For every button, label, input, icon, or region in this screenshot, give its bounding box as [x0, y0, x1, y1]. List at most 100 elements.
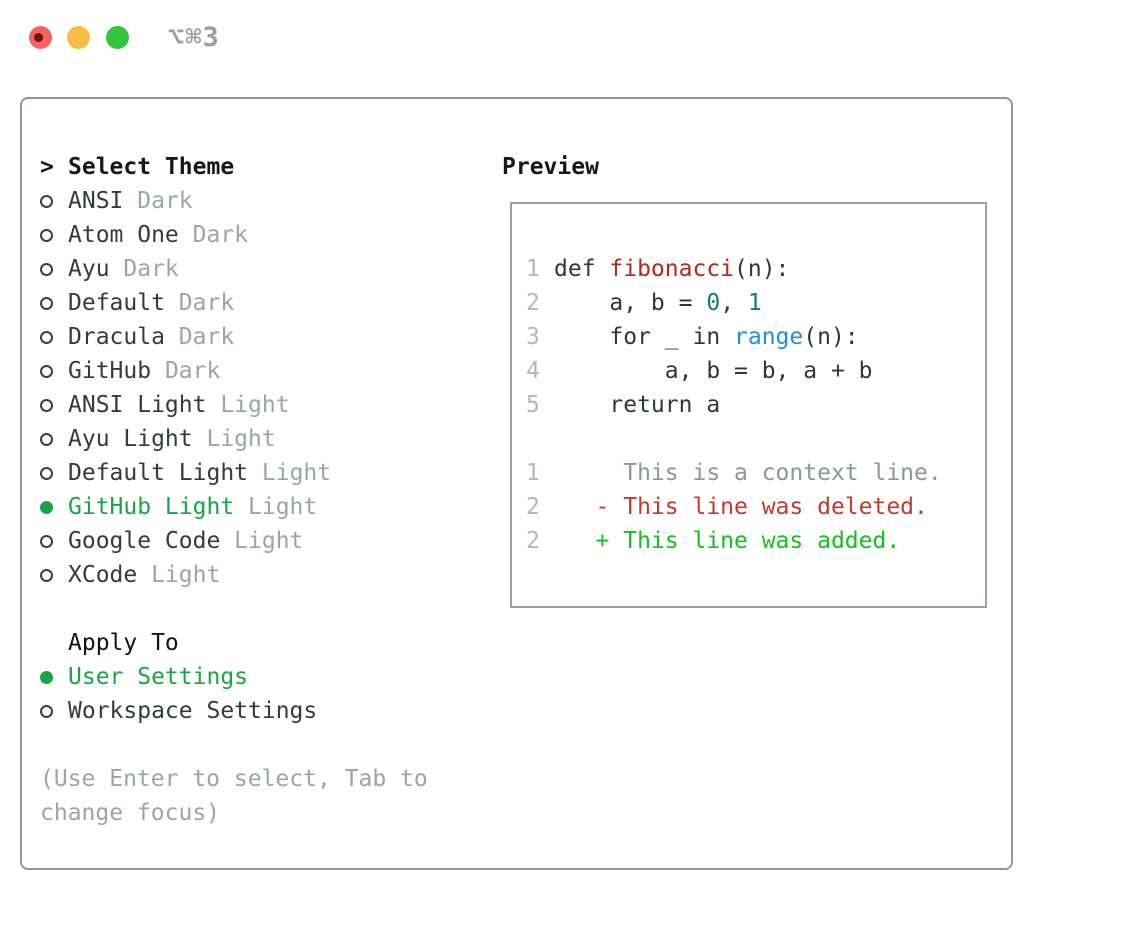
radio-icon	[40, 500, 68, 514]
line-number: 5	[526, 392, 540, 418]
theme-variant: Light	[206, 426, 276, 452]
theme-name: ANSI	[68, 188, 138, 214]
code-segment-code: (n):	[734, 256, 790, 282]
radio-icon	[40, 568, 68, 582]
line-number: 2	[526, 290, 540, 316]
preview-code-line: 3 for _ in range(n):	[526, 320, 985, 354]
apply-to-option-label: Workspace Settings	[68, 698, 318, 724]
record-dot-icon	[34, 33, 43, 42]
preview-code-line: 1 This is a context line.	[526, 456, 985, 490]
code-segment-code: ,	[720, 290, 748, 316]
theme-variant: Dark	[192, 222, 249, 248]
code-segment-builtin: range	[734, 324, 804, 350]
radio-icon	[40, 670, 68, 684]
apply-to-group: Apply To User Settings Workspace Setting…	[40, 626, 317, 728]
code-segment-code: for _ in	[554, 324, 735, 350]
preview-pane: 1 def fibonacci(n): 2 a, b = 0, 1 3 for …	[510, 202, 987, 608]
line-number: 2	[526, 494, 540, 520]
theme-item[interactable]: Ayu Light Light	[40, 422, 331, 456]
theme-name: Atom One	[68, 222, 193, 248]
theme-name: Google Code	[68, 528, 235, 554]
apply-to-header-row: Apply To	[40, 626, 317, 660]
theme-item[interactable]: ANSI Dark	[40, 184, 331, 218]
theme-name: GitHub Light	[68, 494, 249, 520]
help-line: (Use Enter to select, Tab to	[40, 766, 428, 792]
line-number: 4	[526, 358, 540, 384]
apply-to-option[interactable]: User Settings	[40, 660, 317, 694]
code-segment-ctx: This is a context line.	[554, 460, 942, 486]
apply-to-option[interactable]: Workspace Settings	[40, 694, 317, 728]
theme-item[interactable]: Default Light Light	[40, 456, 331, 490]
theme-variant: Dark	[178, 290, 235, 316]
theme-item[interactable]: Ayu Dark	[40, 252, 331, 286]
radio-icon	[40, 330, 68, 344]
theme-variant: Light	[220, 392, 290, 418]
code-segment-code: return a	[554, 392, 721, 418]
theme-list: >Select Theme ANSI Dark Atom One Dark Ay…	[40, 150, 331, 592]
minimize-button-icon[interactable]	[67, 26, 90, 49]
theme-item[interactable]: XCode Light	[40, 558, 331, 592]
titlebar: ⌥⌘3	[0, 0, 1140, 74]
code-segment-func: fibonacci	[609, 256, 735, 282]
preview-code-line: 5 return a	[526, 388, 985, 422]
theme-item[interactable]: Atom One Dark	[40, 218, 331, 252]
preview-code-line: 2 + This line was added.	[526, 524, 985, 558]
theme-item[interactable]: ANSI Light Light	[40, 388, 331, 422]
theme-variant: Light	[234, 528, 304, 554]
code-segment-code: def	[554, 256, 610, 282]
preview-code-line: 2 a, b = 0, 1	[526, 286, 985, 320]
code-segment-code: a, b = b, a + b	[554, 358, 873, 384]
radio-icon	[40, 432, 68, 446]
radio-icon	[40, 194, 68, 208]
theme-item[interactable]: GitHub Dark	[40, 354, 331, 388]
radio-icon	[40, 228, 68, 242]
code-segment-code: (n):	[803, 324, 859, 350]
radio-icon	[40, 262, 68, 276]
line-number: 2	[526, 528, 540, 554]
zoom-button-icon[interactable]	[106, 26, 129, 49]
help-text: (Use Enter to select, Tab to change focu…	[40, 762, 428, 830]
apply-to-header: Apply To	[68, 630, 179, 656]
radio-icon	[40, 296, 68, 310]
theme-item[interactable]: Dracula Dark	[40, 320, 331, 354]
theme-variant: Light	[151, 562, 221, 588]
theme-variant: Dark	[123, 256, 179, 282]
theme-name: GitHub	[68, 358, 165, 384]
preview-code-line	[526, 422, 985, 456]
apply-to-option-label: User Settings	[68, 664, 249, 690]
radio-icon	[40, 466, 68, 480]
code-segment-lit: 0	[706, 290, 721, 316]
theme-list-header-row: >Select Theme	[40, 150, 331, 184]
code-segment-add: + This line was added.	[554, 528, 901, 554]
line-number: 1	[526, 256, 540, 282]
radio-icon	[40, 534, 68, 548]
theme-name: Default	[68, 290, 179, 316]
theme-name: ANSI Light	[68, 392, 221, 418]
window-title: ⌥⌘3	[168, 22, 220, 53]
theme-name: Ayu	[68, 256, 124, 282]
line-number: 3	[526, 324, 540, 350]
theme-variant: Light	[261, 460, 332, 486]
radio-icon	[40, 364, 68, 378]
theme-item[interactable]: GitHub Light Light	[40, 490, 331, 524]
theme-name: Default Light	[68, 460, 262, 486]
code-segment-del: - This line was deleted.	[554, 494, 928, 520]
radio-icon	[40, 704, 68, 718]
help-line: change focus)	[40, 800, 221, 826]
preview-code-line: 4 a, b = b, a + b	[526, 354, 985, 388]
theme-item[interactable]: Google Code Light	[40, 524, 331, 558]
code-segment-lit: 1	[747, 290, 762, 316]
preview-code-line: 1 def fibonacci(n):	[526, 252, 985, 286]
theme-variant: Dark	[178, 324, 235, 350]
close-button-icon[interactable]	[29, 26, 52, 49]
line-number: 1	[526, 460, 540, 486]
theme-variant: Light	[248, 494, 318, 520]
preview-code-line: 2 - This line was deleted.	[526, 490, 985, 524]
code-segment-code: a, b =	[554, 290, 707, 316]
theme-list-header: Select Theme	[68, 154, 235, 180]
theme-name: Dracula	[68, 324, 179, 350]
theme-item[interactable]: Default Dark	[40, 286, 331, 320]
theme-name: XCode	[68, 562, 152, 588]
theme-picker-panel: >Select Theme ANSI Dark Atom One Dark Ay…	[20, 97, 1013, 870]
theme-name: Ayu Light	[68, 426, 207, 452]
